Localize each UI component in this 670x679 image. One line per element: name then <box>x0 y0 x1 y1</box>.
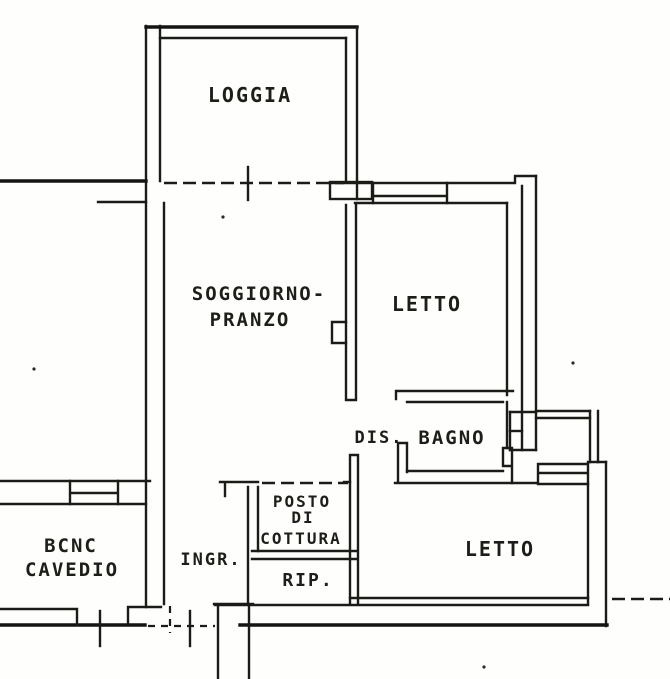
spine-and-left-exterior-walls <box>0 24 166 626</box>
loggia-walls <box>144 25 374 202</box>
room-label-letto-top: LETTO <box>392 292 462 316</box>
right-extension-and-window <box>534 409 608 628</box>
room-label-bcnc-line2: CAVEDIO <box>25 559 119 581</box>
room-label-ripostiglio: RIP. <box>282 570 333 591</box>
room-label-posto-line3: COTTURA <box>260 529 341 548</box>
letto-bottom-walls <box>0 453 670 679</box>
scan-specks <box>32 215 575 669</box>
room-label-dis: DIS. <box>355 428 404 448</box>
room-label-ingresso: INGR. <box>180 550 241 570</box>
room-label-posto-line1: POSTO <box>273 492 331 511</box>
room-label-letto-bottom: LETTO <box>465 537 535 561</box>
room-label-loggia: LOGGIA <box>208 83 292 107</box>
bagno-dis-walls <box>393 389 539 485</box>
posto-cottura-walls <box>218 480 358 606</box>
shaft-hatch <box>508 410 538 452</box>
room-labels: LOGGIA SOGGIORNO- PRANZO LETTO DIS. BAGN… <box>25 83 535 591</box>
room-label-posto-line2: DI <box>291 508 314 527</box>
room-label-soggiorno-line2: PRANZO <box>210 309 291 331</box>
bcnc-cavedio-walls <box>0 479 152 627</box>
room-label-soggiorno-line1: SOGGIORNO- <box>192 283 326 305</box>
room-label-bcnc-line1: BCNC <box>44 535 98 557</box>
room-label-bagno: BAGNO <box>418 427 485 449</box>
letto-top-walls-and-window <box>328 174 538 414</box>
